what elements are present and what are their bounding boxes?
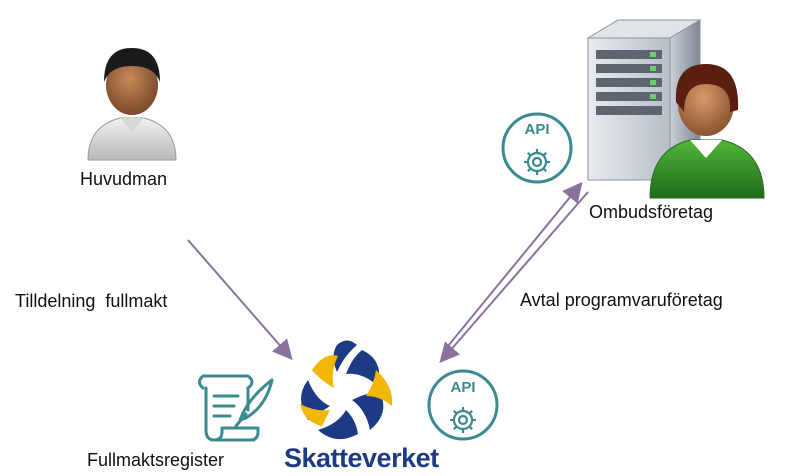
- person-icon: [649, 64, 765, 199]
- label-assign-power-of-attorney: Tilldelning fullmakt: [15, 291, 168, 311]
- api-gear-icon: API: [427, 369, 499, 441]
- scroll-quill-icon: [198, 374, 274, 442]
- person-icon: [87, 48, 177, 161]
- skatteverket-logo: [300, 340, 393, 440]
- arrow-principal-to-agency: [187, 239, 293, 361]
- label-power-of-attorney-register: Fullmaktsregister: [87, 450, 225, 470]
- api-gear-icon: API: [501, 112, 573, 184]
- svg-text:API: API: [450, 379, 475, 396]
- label-software-agreement: Avtal programvaruföretag: [520, 290, 723, 310]
- skatteverket-wordmark: Skatteverket: [284, 443, 439, 474]
- arrow-company-to-agency: [439, 191, 589, 364]
- label-principal: Huvudman: [80, 169, 168, 189]
- svg-text:API: API: [524, 121, 549, 138]
- arrow-agency-to-company: [447, 181, 583, 347]
- label-agent-company: Ombudsföretag: [589, 202, 714, 222]
- brand-name: Skatteverket: [284, 443, 439, 473]
